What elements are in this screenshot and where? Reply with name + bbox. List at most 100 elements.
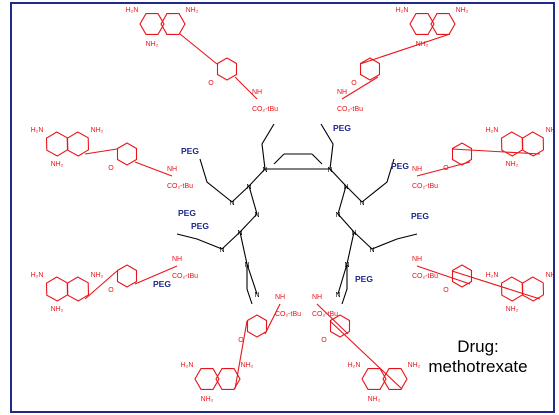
ester-label: CO₂-tBu: [252, 106, 278, 113]
core-nitrogen: N: [335, 292, 340, 299]
amide-label: NH: [275, 294, 285, 301]
bond: [416, 161, 471, 177]
bond: [311, 153, 323, 165]
ester-label: CO₂-tBu: [167, 183, 193, 190]
chain: [246, 264, 253, 305]
core-nitrogen: N: [359, 200, 364, 207]
ester-label: CO₂-tBu: [275, 311, 301, 318]
caption-line2: methotrexate: [428, 357, 528, 376]
core-nitrogen: N: [327, 167, 332, 174]
amine-label: H₂N: [348, 362, 361, 369]
core-bonds: [176, 123, 418, 305]
bond: [264, 303, 281, 335]
amide-label: NH: [172, 256, 182, 263]
amine-label: NH₂: [546, 272, 555, 279]
ring: [521, 276, 545, 302]
amine-label: H₂N: [126, 7, 139, 14]
bond: [416, 265, 471, 285]
drug-caption: Drug: methotrexate: [398, 337, 558, 377]
peg-label: PEG: [333, 123, 351, 133]
bond: [84, 148, 118, 155]
core-nitrogen: N: [254, 292, 259, 299]
amine-label: H₂N: [31, 127, 44, 134]
amine-label: NH₂: [146, 41, 159, 48]
ester-label: CO₂-tBu: [172, 273, 198, 280]
bond: [337, 263, 348, 295]
core-nitrogen: N: [343, 184, 348, 191]
core-nitrogen: N: [351, 230, 356, 237]
ring: [139, 13, 165, 35]
ring: [66, 131, 90, 157]
bond: [84, 270, 118, 300]
bond: [221, 231, 241, 250]
amine-label: NH₂: [241, 362, 254, 369]
peg-label: PEG: [178, 208, 196, 218]
ring: [116, 142, 138, 166]
carbonyl-label: O: [108, 287, 114, 294]
core-nitrogen: N: [229, 200, 234, 207]
amine-label: H₂N: [486, 127, 499, 134]
amine-label: NH₂: [506, 306, 519, 313]
ring: [382, 368, 408, 390]
ring: [246, 314, 268, 338]
core-nitrogen: N: [244, 262, 249, 269]
chain: [361, 158, 395, 203]
ester-label: CO₂-tBu: [337, 106, 363, 113]
amine-label: NH₂: [201, 396, 214, 403]
amine-label: H₂N: [181, 362, 194, 369]
peg-label: PEG: [153, 279, 171, 289]
amide-label: NH: [167, 166, 177, 173]
caption-line1: Drug:: [457, 337, 499, 356]
chain: [371, 233, 418, 250]
carbonyl-label: O: [238, 337, 244, 344]
ring: [216, 57, 238, 81]
carbonyl-label: O: [108, 165, 114, 172]
ester-label: CO₂-tBu: [412, 183, 438, 190]
ring: [500, 276, 524, 302]
bond: [134, 161, 173, 177]
amine-label: NH₂: [91, 272, 104, 279]
ester-label: CO₂-tBu: [312, 311, 338, 318]
amine-label: NH₂: [51, 161, 64, 168]
core-nitrogen: N: [369, 247, 374, 254]
carbonyl-label: O: [351, 80, 357, 87]
carbonyl-label: O: [443, 287, 449, 294]
ring: [45, 276, 69, 302]
core-nitrogen: N: [237, 230, 242, 237]
bond: [359, 33, 451, 65]
chain: [320, 123, 334, 170]
bond: [248, 168, 266, 187]
bond: [231, 185, 250, 203]
bond: [246, 263, 258, 295]
amine-label: NH₂: [408, 362, 421, 369]
amine-label: NH₂: [416, 41, 429, 48]
ring: [359, 57, 381, 81]
amine-label: H₂N: [31, 272, 44, 279]
bond: [451, 270, 541, 300]
bond: [337, 213, 355, 233]
chain: [199, 158, 233, 203]
ring: [451, 142, 473, 166]
amine-label: NH₂: [91, 127, 104, 134]
ring: [409, 13, 435, 35]
peg-label: PEG: [411, 211, 429, 221]
core-nitrogen: N: [335, 212, 340, 219]
bond: [329, 320, 403, 390]
bond: [346, 231, 355, 265]
bond: [248, 185, 258, 215]
core-nitrogen: N: [219, 247, 224, 254]
core-nitrogen: N: [344, 262, 349, 269]
amide-label: NH: [252, 89, 262, 96]
amide-label: NH: [312, 294, 322, 301]
amine-label: H₂N: [396, 7, 409, 14]
carbonyl-label: O: [443, 165, 449, 172]
amine-label: NH₂: [51, 306, 64, 313]
bond: [273, 153, 285, 165]
carbonyl-label: O: [208, 80, 214, 87]
bond: [316, 303, 349, 335]
ring: [329, 314, 351, 338]
bond: [134, 265, 178, 285]
bond: [341, 76, 379, 100]
